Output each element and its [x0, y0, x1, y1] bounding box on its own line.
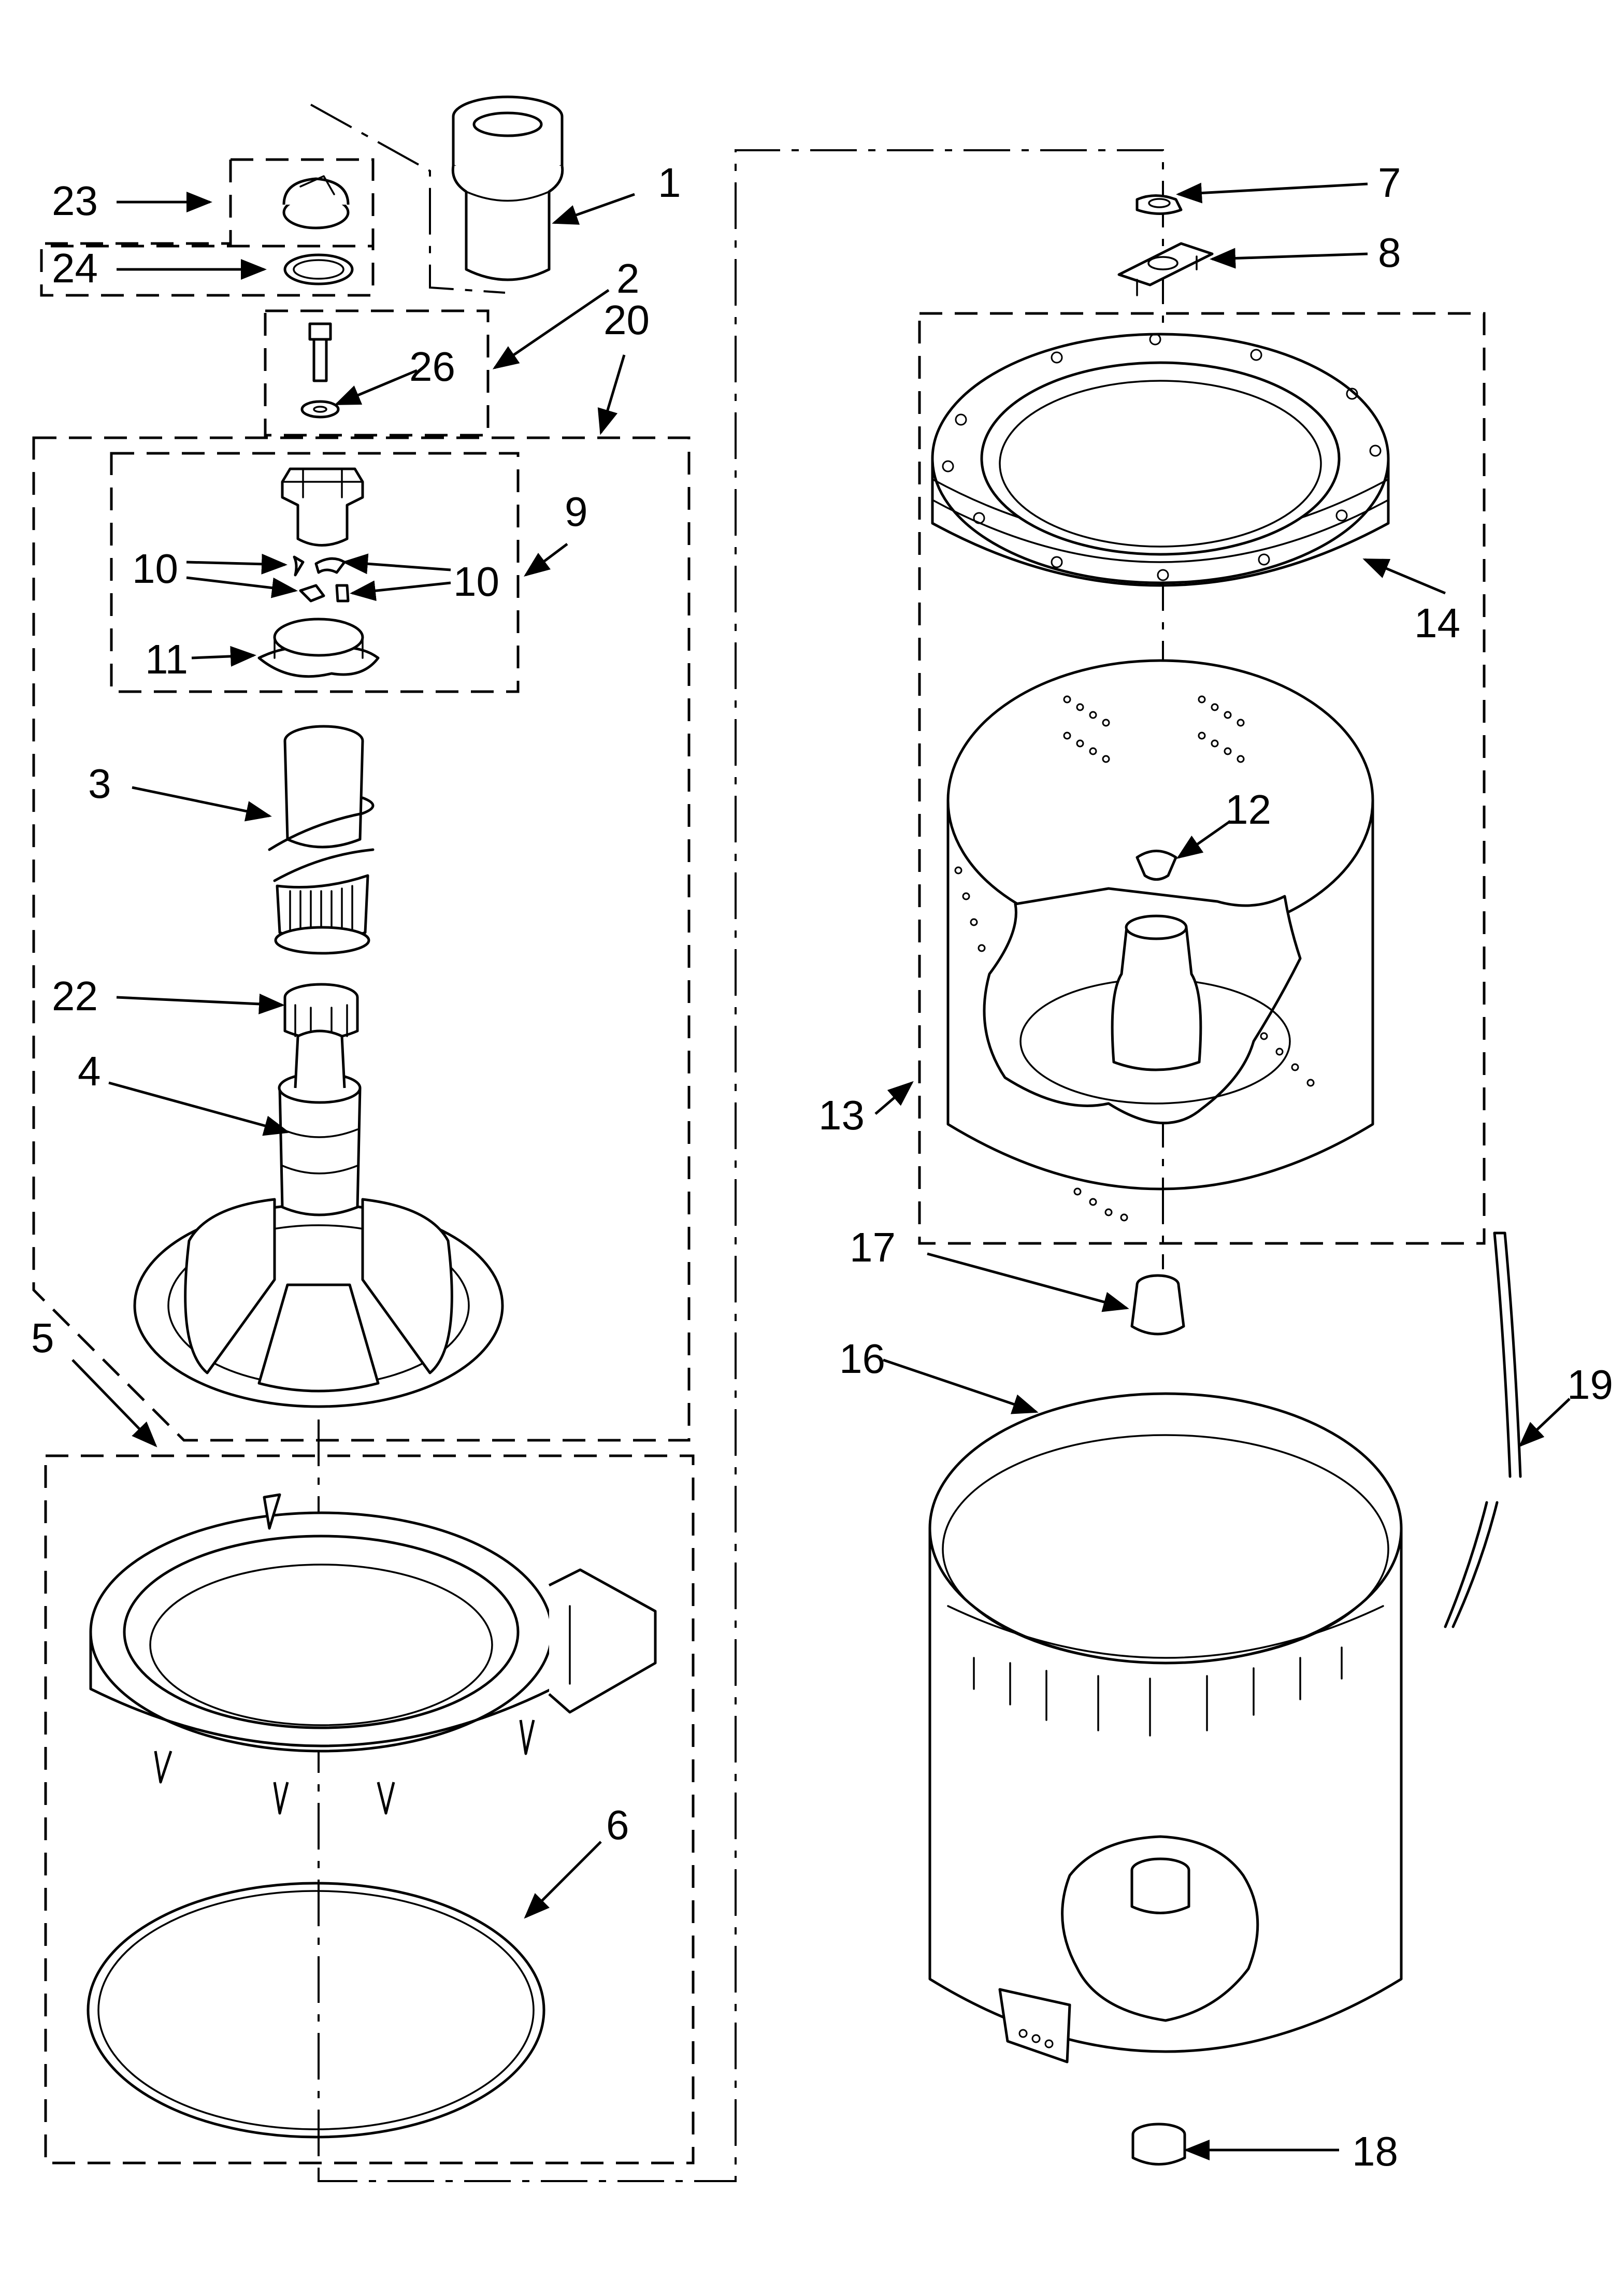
callout-24: 24 [52, 245, 98, 291]
callout-12: 12 [1225, 786, 1271, 833]
callout-1: 1 [658, 160, 681, 206]
wash-basket [946, 659, 1374, 1222]
group-box-24 [41, 160, 232, 245]
callout-16: 16 [839, 1336, 885, 1382]
callout-3: 3 [88, 761, 111, 807]
group-box-5 [44, 1454, 695, 2165]
auger [268, 725, 375, 955]
callout-9: 9 [565, 489, 588, 535]
group-box-20 [32, 436, 691, 1442]
callout-20: 20 [603, 297, 650, 343]
drive-bearing [283, 983, 359, 1042]
callout-11: 11 [145, 636, 188, 682]
callout-22: 22 [52, 973, 98, 1019]
callout-23: 23 [52, 178, 98, 224]
callout-13: 13 [818, 1092, 865, 1138]
callout-26: 26 [409, 343, 455, 390]
outer-tub [928, 1392, 1403, 2063]
leader-arrows [71, 182, 1571, 2160]
group-box-9 [110, 452, 520, 693]
agitator-dogs [293, 555, 350, 603]
agitator-cam [281, 467, 364, 547]
drain-cap [1131, 2123, 1186, 2166]
callout-8: 8 [1378, 230, 1401, 276]
cam-base [257, 618, 380, 678]
callout-labels: 1 2 20 23 24 26 9 10 10 11 3 22 4 5 6 7 … [31, 160, 1613, 2174]
drain-hose [1444, 1231, 1522, 1628]
group-box-23 [40, 158, 375, 297]
retainer-plate [1117, 242, 1214, 296]
connector-line [310, 104, 506, 294]
softener-dispenser [451, 95, 564, 281]
drive-block-nut [1136, 194, 1183, 215]
bolt-and-washer [300, 322, 340, 419]
o-ring [283, 253, 354, 285]
balance-ring [931, 333, 1390, 587]
callout-10-right: 10 [453, 558, 499, 605]
callout-2: 2 [616, 255, 640, 302]
callout-10-left: 10 [132, 546, 178, 592]
snap-ring [87, 1882, 545, 2139]
tub-seal [1130, 1274, 1185, 1336]
callout-6: 6 [606, 1802, 629, 1848]
group-box-13 [918, 312, 1486, 1245]
agitator-base [133, 1029, 504, 1408]
callout-17: 17 [850, 1224, 896, 1270]
callout-4: 4 [78, 1048, 101, 1094]
agitator-cap [282, 175, 350, 230]
tub-ring [89, 1493, 657, 1815]
group-box-2 [264, 309, 490, 437]
callout-19: 19 [1567, 1362, 1613, 1408]
callout-5: 5 [31, 1315, 54, 1361]
callout-18: 18 [1352, 2128, 1398, 2174]
callout-7: 7 [1378, 160, 1401, 206]
callout-14: 14 [1414, 600, 1460, 646]
group-boxes [32, 158, 1486, 2165]
